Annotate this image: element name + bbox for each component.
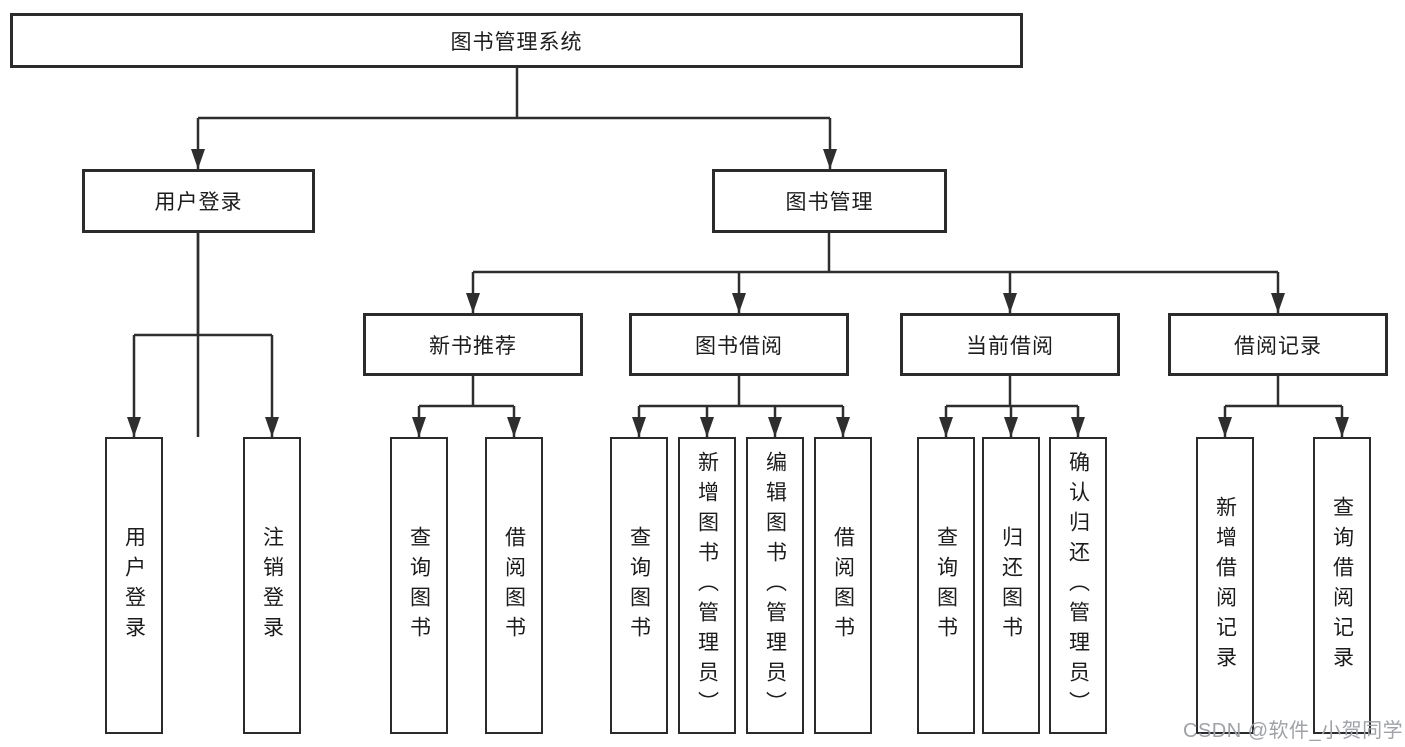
leaf-add-borrow-record: 新增借阅记录 xyxy=(1196,437,1254,734)
leaf-label: 查询图书 xyxy=(407,525,431,646)
node-label: 新书推荐 xyxy=(429,334,517,358)
leaf-query-books-current: 查询图书 xyxy=(917,437,975,734)
leaf-label: 查询图书 xyxy=(627,525,651,646)
leaf-confirm-return-admin: 确认归还（管理员） xyxy=(1049,437,1107,734)
leaf-label: 编辑图书（管理员） xyxy=(763,450,787,721)
csdn-watermark: CSDN @软件_小贺同学 xyxy=(1183,720,1404,742)
leaf-add-books-admin: 新增图书（管理员） xyxy=(678,437,736,734)
node-label: 图书管理系统 xyxy=(450,30,583,54)
arrowheads xyxy=(127,149,1349,437)
node-user-login: 用户登录 xyxy=(82,169,315,233)
leaf-user-login: 用户登录 xyxy=(105,437,163,734)
node-label: 图书借阅 xyxy=(695,334,783,358)
leaf-label: 用户登录 xyxy=(122,525,146,646)
node-label: 图书管理 xyxy=(785,191,874,214)
node-library-management-system: 图书管理系统 xyxy=(10,13,1023,68)
node-current-borrowing: 当前借阅 xyxy=(900,313,1120,376)
leaf-label: 查询图书 xyxy=(934,525,958,646)
leaf-label: 借阅图书 xyxy=(502,525,526,646)
leaf-label: 确认归还（管理员） xyxy=(1066,450,1090,721)
node-book-borrowing: 图书借阅 xyxy=(629,313,849,376)
leaf-label: 查询借阅记录 xyxy=(1330,495,1354,676)
node-label: 用户登录 xyxy=(154,191,243,214)
node-label: 借阅记录 xyxy=(1234,334,1322,358)
leaf-borrow-books-recommend: 借阅图书 xyxy=(485,437,543,734)
leaf-label: 注销登录 xyxy=(260,525,284,646)
node-label: 当前借阅 xyxy=(966,334,1054,358)
leaf-label: 归还图书 xyxy=(999,525,1023,646)
leaf-label: 新增借阅记录 xyxy=(1213,495,1237,676)
leaf-label: 新增图书（管理员） xyxy=(695,450,719,721)
node-book-management: 图书管理 xyxy=(712,169,947,233)
leaf-query-borrow-record: 查询借阅记录 xyxy=(1313,437,1371,734)
leaf-query-books-borrow: 查询图书 xyxy=(610,437,668,734)
leaf-edit-books-admin: 编辑图书（管理员） xyxy=(746,437,804,734)
leaf-query-books-recommend: 查询图书 xyxy=(390,437,448,734)
node-borrowing-records: 借阅记录 xyxy=(1168,313,1388,376)
leaf-label: 借阅图书 xyxy=(831,525,855,646)
leaf-return-books: 归还图书 xyxy=(982,437,1040,734)
leaf-logout: 注销登录 xyxy=(243,437,301,734)
leaf-borrow-books: 借阅图书 xyxy=(814,437,872,734)
node-new-book-recommendation: 新书推荐 xyxy=(363,313,583,376)
